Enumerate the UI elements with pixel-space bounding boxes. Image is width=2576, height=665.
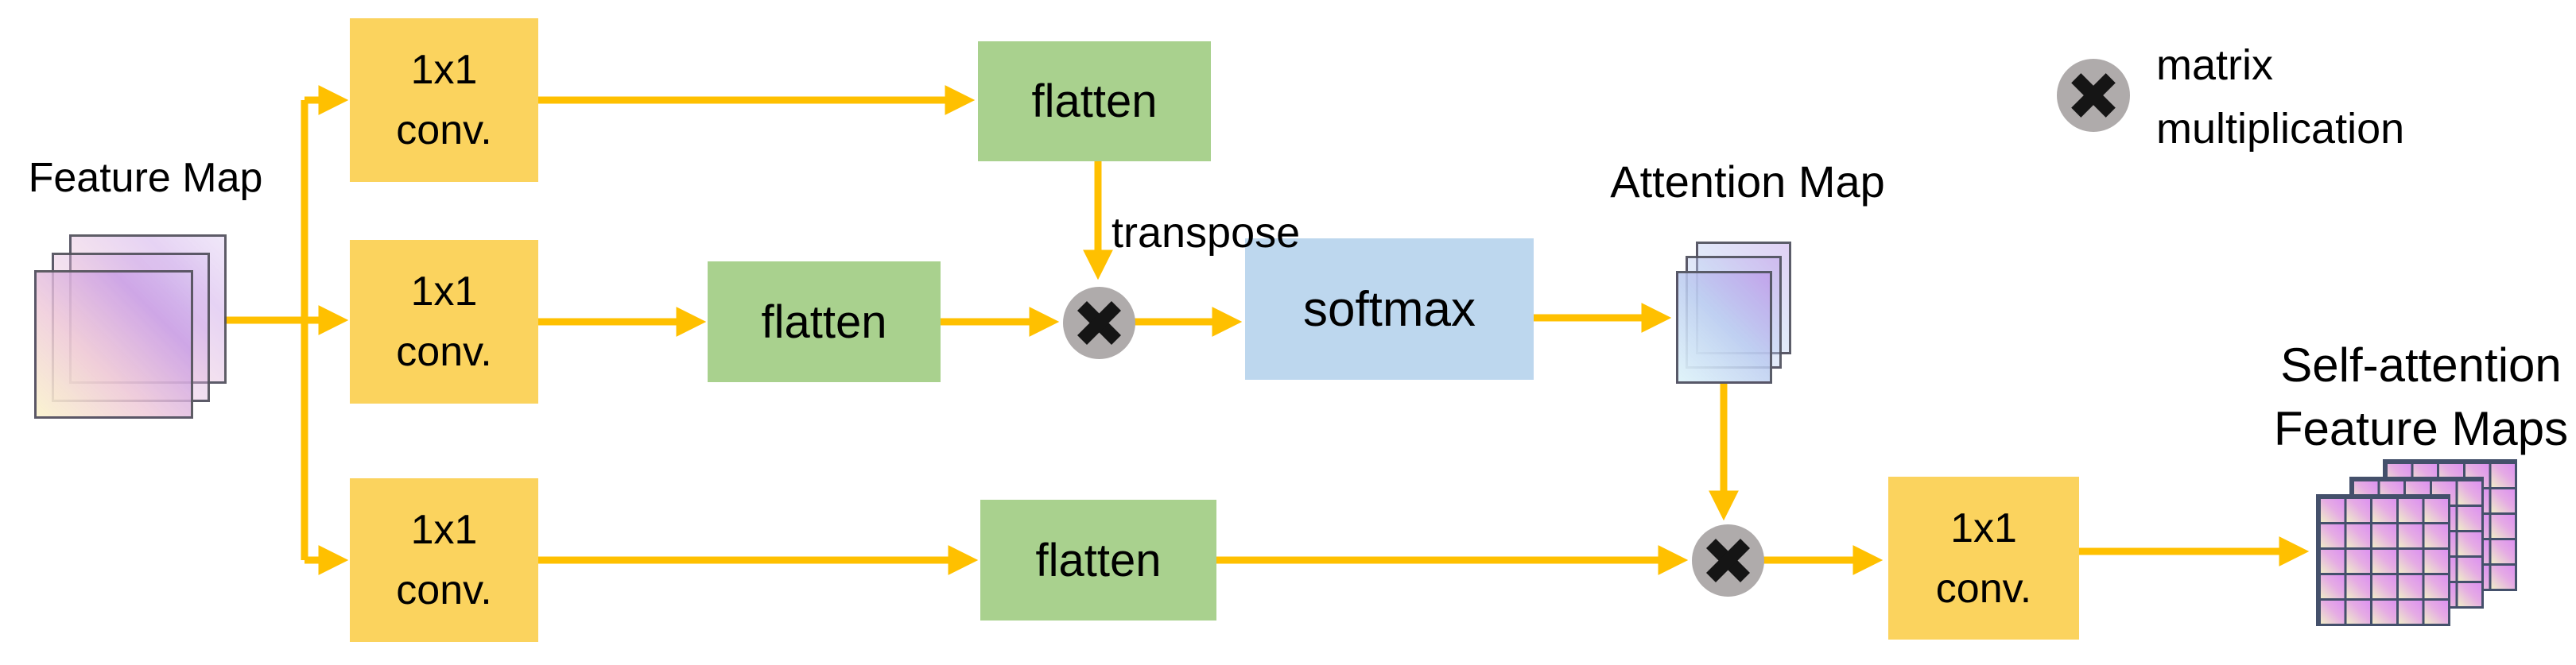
conv-box-final-line1: 1x1 xyxy=(1950,505,2017,551)
conv-box-top: 1x1 conv. xyxy=(350,18,538,182)
conv-box-top-line2: conv. xyxy=(396,107,492,153)
conv-box-bottom: 1x1 conv. xyxy=(350,478,538,642)
flatten-box-top: flatten xyxy=(978,41,1211,161)
conv-box-final-line2: conv. xyxy=(1935,565,2032,612)
transpose-label: transpose xyxy=(1111,209,1301,257)
self-attention-output-label: Self-attention Feature Maps xyxy=(2270,334,2572,461)
legend-line2: multiplication xyxy=(2156,105,2405,153)
output-label-line1: Self-attention xyxy=(2280,338,2562,392)
conv-box-bottom-line2: conv. xyxy=(396,567,492,613)
feature-map-layer-front xyxy=(34,270,193,419)
flatten-box-middle: flatten xyxy=(708,261,941,382)
attention-map-layer-front xyxy=(1676,271,1772,384)
conv-box-middle: 1x1 conv. xyxy=(350,240,538,404)
output-label-line2: Feature Maps xyxy=(2273,402,2569,455)
legend-multiply-icon xyxy=(2057,59,2130,132)
conv-box-bottom-line1: 1x1 xyxy=(410,507,478,553)
output-grid-front xyxy=(2316,494,2450,626)
multiply-x-icon xyxy=(2071,73,2116,118)
matrix-multiply-node-1 xyxy=(1063,287,1135,359)
softmax-box: softmax xyxy=(1245,238,1534,380)
matrix-multiply-node-2 xyxy=(1692,524,1764,597)
flatten-box-bottom: flatten xyxy=(980,500,1216,621)
legend-line1: matrix xyxy=(2156,41,2273,89)
conv-box-middle-line2: conv. xyxy=(396,329,492,375)
attention-map-label: Attention Map xyxy=(1610,157,1885,207)
feature-map-label: Feature Map xyxy=(28,155,263,201)
conv-box-final: 1x1 conv. xyxy=(1888,477,2079,640)
legend-text: matrix multiplication xyxy=(2156,33,2404,160)
conv-box-top-line1: 1x1 xyxy=(410,47,478,93)
conv-box-middle-line1: 1x1 xyxy=(410,269,478,315)
multiply-x-icon xyxy=(1705,538,1751,583)
multiply-x-icon xyxy=(1077,300,1122,346)
